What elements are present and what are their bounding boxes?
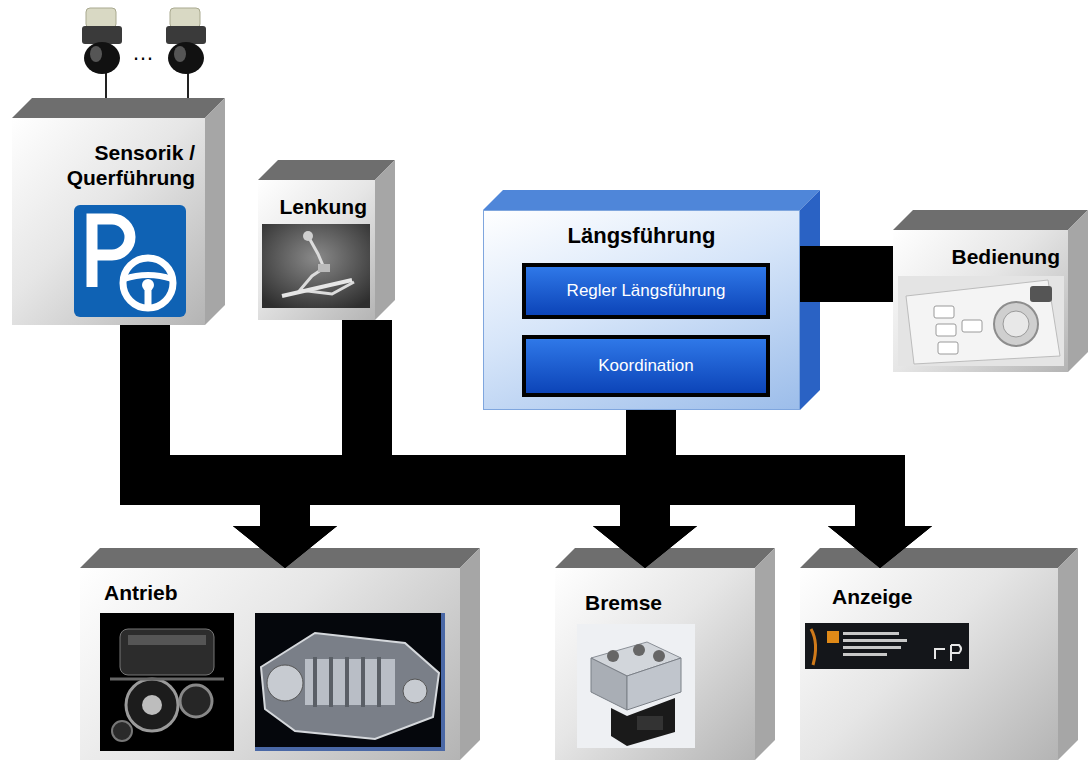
box-side-face	[1068, 210, 1088, 372]
node-title: Bedienung	[893, 244, 1060, 269]
node-title: Lenkung	[258, 194, 367, 219]
display-screenshot	[805, 623, 969, 669]
gearbox-image	[255, 613, 445, 751]
function-block: Koordination	[522, 335, 770, 397]
bus-connector	[651, 410, 932, 568]
steering-box: Lenkung	[258, 180, 375, 320]
sensor-box: Sensorik / Querführung	[12, 118, 205, 325]
arrow-head	[828, 526, 932, 568]
node-title: Sensorik / Querführung	[25, 140, 195, 190]
node-title: Anzeige	[832, 584, 1058, 609]
arrow-head	[828, 526, 932, 568]
node-title: Längsführung	[484, 223, 799, 249]
box-top-face	[800, 548, 1078, 568]
bus-line	[285, 410, 651, 528]
bus-connector	[145, 325, 932, 568]
steering-image	[262, 224, 370, 308]
box-side-face	[1058, 548, 1078, 760]
abs-unit-image	[577, 624, 695, 748]
ellipsis-label: …	[132, 40, 154, 66]
arrow-head	[233, 526, 337, 568]
bus-line	[800, 246, 893, 302]
box-side-face	[375, 160, 395, 320]
drive-box: Antrieb	[80, 568, 460, 760]
bus-connector	[800, 274, 893, 275]
brake-box: Bremse	[555, 568, 755, 760]
box-top-face	[12, 98, 225, 118]
bus-connector	[233, 410, 651, 568]
arrow-head	[233, 526, 337, 568]
box-top-face	[893, 210, 1088, 230]
parking-assist-icon	[74, 205, 186, 317]
box-side-face	[460, 548, 480, 760]
bus-connector	[145, 325, 337, 568]
control-panel-image	[898, 276, 1064, 366]
bus-connector	[145, 325, 697, 568]
box-top-face	[258, 160, 395, 180]
steering-image	[262, 224, 370, 308]
function-block: Regler Längsführung	[522, 263, 770, 319]
box-top-face	[483, 190, 820, 210]
engine-image	[100, 613, 234, 751]
bus-connector	[367, 320, 932, 568]
control-panel-image	[898, 276, 1064, 366]
display-box: Anzeige	[800, 568, 1058, 760]
node-title: Antrieb	[104, 580, 460, 605]
arrow-head	[233, 526, 337, 568]
abs-unit-image	[577, 624, 695, 748]
arrow-head	[593, 526, 697, 568]
gearbox-image	[255, 613, 445, 751]
arrow-head	[828, 526, 932, 568]
bus-line	[651, 410, 880, 528]
operation-box: Bedienung	[893, 230, 1068, 372]
node-title: Koordination	[598, 356, 693, 376]
ultrasonic-sensor	[82, 8, 122, 100]
controller-box: LängsführungRegler LängsführungKoordinat…	[483, 210, 800, 410]
parking-assist-icon	[74, 205, 186, 317]
ultrasonic-sensor	[166, 8, 206, 100]
node-title: Regler Längsführung	[567, 281, 726, 301]
arrow-head	[593, 526, 697, 568]
box-side-face	[205, 98, 225, 325]
box-faces	[12, 98, 1088, 760]
node-title: Bremse	[585, 590, 755, 615]
arrow-head	[593, 526, 697, 568]
display-screenshot	[805, 623, 969, 669]
box-side-face	[755, 548, 775, 760]
engine-image	[100, 613, 234, 751]
